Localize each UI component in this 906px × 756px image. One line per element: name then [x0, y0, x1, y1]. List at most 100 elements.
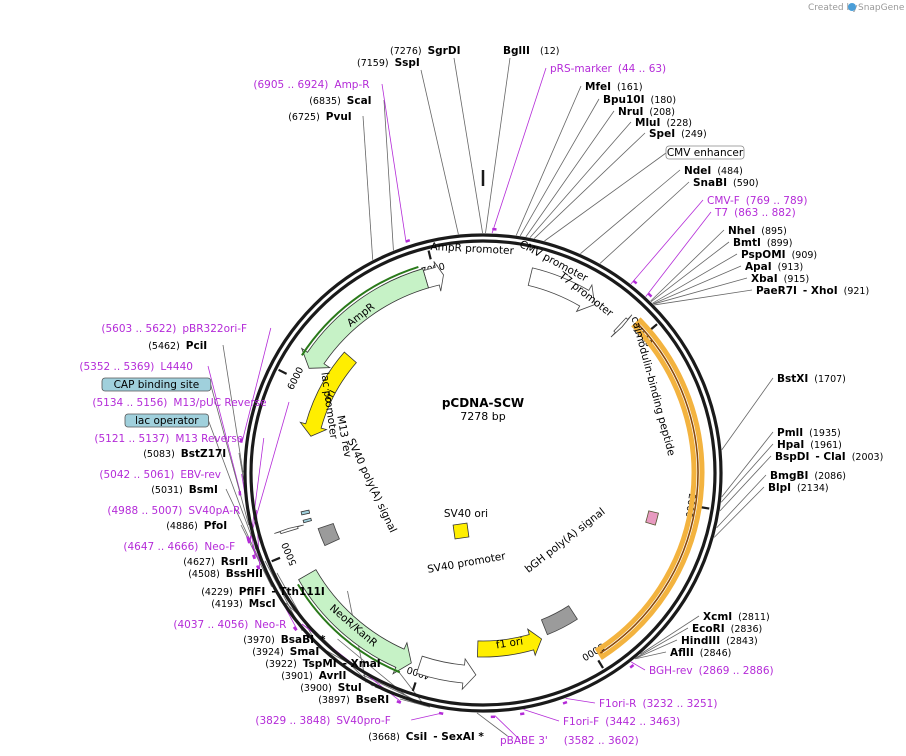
primer-site-mark	[396, 700, 402, 704]
site-label: (4988 .. 5007)SV40pA-R	[107, 505, 240, 517]
credit: Created by SnapGene	[808, 3, 905, 13]
leader-line	[525, 110, 615, 238]
primer-site-mark	[292, 626, 298, 632]
orf-core-line	[599, 323, 699, 654]
leader-line	[210, 384, 250, 526]
site-label: (6725)PvuI	[288, 111, 352, 123]
site-label: XcmI(2811)	[703, 611, 770, 623]
site-label: ApaI(913)	[745, 261, 803, 273]
leader-line	[222, 344, 244, 473]
site-label: (5083)BstZ17I	[143, 448, 226, 460]
site-label: T7(863 .. 882)	[714, 207, 796, 219]
cds-line	[301, 265, 419, 356]
site-label: BGH-rev(2869 .. 2886)	[649, 665, 774, 677]
cds-line	[297, 583, 401, 674]
leader-line	[630, 199, 704, 285]
leader-line	[476, 712, 508, 737]
sv40-ori-label: SV40 ori	[444, 508, 488, 520]
site-label: HpaI(1961)	[777, 439, 842, 451]
site-label: (4508)BssHII	[188, 568, 263, 580]
site-label: (7159)SspI	[357, 57, 420, 69]
site-label: HindIII(2843)	[681, 635, 758, 647]
site-label: (5134 .. 5156)M13/pUC Reverse	[92, 397, 266, 409]
site-label: pRS-marker(44 .. 63)	[550, 63, 666, 75]
leader-line	[650, 241, 730, 303]
site-label: BstXI(1707)	[777, 373, 846, 385]
leader-line	[720, 443, 774, 503]
site-label: (3900)StuI	[300, 682, 362, 694]
leader-line	[381, 83, 407, 243]
label-leader-lines	[207, 57, 774, 741]
feature-promoter	[422, 261, 444, 292]
site-label: (7276)SgrDI	[390, 45, 460, 57]
leader-line	[721, 377, 774, 450]
site-label: EcoRI(2836)	[692, 623, 762, 635]
feature-promoter	[416, 655, 477, 691]
backbone-ring	[243, 170, 723, 713]
leader-line	[491, 67, 547, 234]
site-label: SpeI(249)	[649, 128, 707, 140]
feature-tag	[645, 510, 659, 526]
leader-line	[519, 98, 600, 237]
site-label: (4193)MscI	[211, 598, 275, 610]
leader-line	[241, 327, 272, 443]
feature-polya	[317, 522, 340, 547]
site-label: (3897)BseRI	[318, 694, 389, 706]
leader-line	[411, 712, 444, 721]
tick-label: 6000	[286, 365, 307, 392]
leader-line	[640, 615, 700, 655]
site-label: NruI(208)	[618, 106, 675, 118]
tick-mark	[271, 556, 281, 563]
feature-box-label: CAP binding site	[114, 379, 200, 391]
feature-arcs	[274, 261, 705, 691]
leader-line	[420, 69, 459, 235]
primer-site-mark	[239, 438, 243, 443]
feature-label: ori	[321, 388, 338, 406]
site-label: (3922)TspMI- XmaI	[265, 658, 381, 670]
tick-mark	[597, 659, 604, 669]
feature-box-label: lac operator	[135, 415, 199, 427]
leader-line	[645, 211, 712, 297]
site-label: (4627)RsrII	[183, 556, 248, 568]
tick-label: 5000	[280, 540, 299, 567]
site-label: PmlI(1935)	[777, 427, 841, 439]
primer-site-mark	[438, 711, 444, 715]
leader-line	[654, 289, 753, 306]
leader-line	[399, 698, 431, 708]
site-label: (4229)PflFI- Tth111I	[201, 586, 325, 598]
site-label: (4886)PfoI	[166, 520, 227, 532]
feature-label: SV40 promoter	[426, 550, 507, 576]
site-label: BspDI- ClaI(2003)	[775, 451, 883, 463]
leader-line	[249, 437, 265, 543]
leader-line	[494, 715, 521, 741]
primer-site-mark	[647, 292, 653, 298]
leader-line	[653, 265, 742, 305]
site-label: CMV-F(769 .. 789)	[707, 195, 807, 207]
feature-cds	[298, 569, 412, 675]
leader-line	[515, 85, 582, 236]
leader-line	[485, 57, 511, 234]
plasmid-size: 7278 bp	[460, 410, 505, 423]
primer-site-mark	[632, 279, 638, 285]
feature-cds	[300, 268, 429, 369]
leader-line	[634, 651, 667, 660]
leader-line	[337, 638, 416, 704]
leader-line	[453, 57, 483, 234]
leader-line	[207, 365, 242, 496]
leader-line	[208, 420, 252, 537]
site-label: BlpI(2134)	[768, 482, 829, 494]
leader-line	[544, 152, 667, 242]
feature-orf	[594, 317, 705, 660]
site-label: (3970)BsaBI*	[243, 634, 326, 646]
site-label: Bpu10I(180)	[603, 94, 676, 106]
site-label: (4037 .. 4056)Neo-R	[173, 619, 286, 631]
leader-line	[635, 639, 678, 659]
feature-label: bGH poly(A) signal	[523, 506, 608, 576]
leader-line	[721, 431, 774, 498]
site-label: (5462)PciI	[148, 340, 207, 352]
feature-label: AmpR promoter	[430, 241, 515, 257]
site-label: XbaI(915)	[751, 273, 809, 285]
primer-site-mark	[251, 554, 256, 560]
primer-marks	[238, 227, 653, 719]
